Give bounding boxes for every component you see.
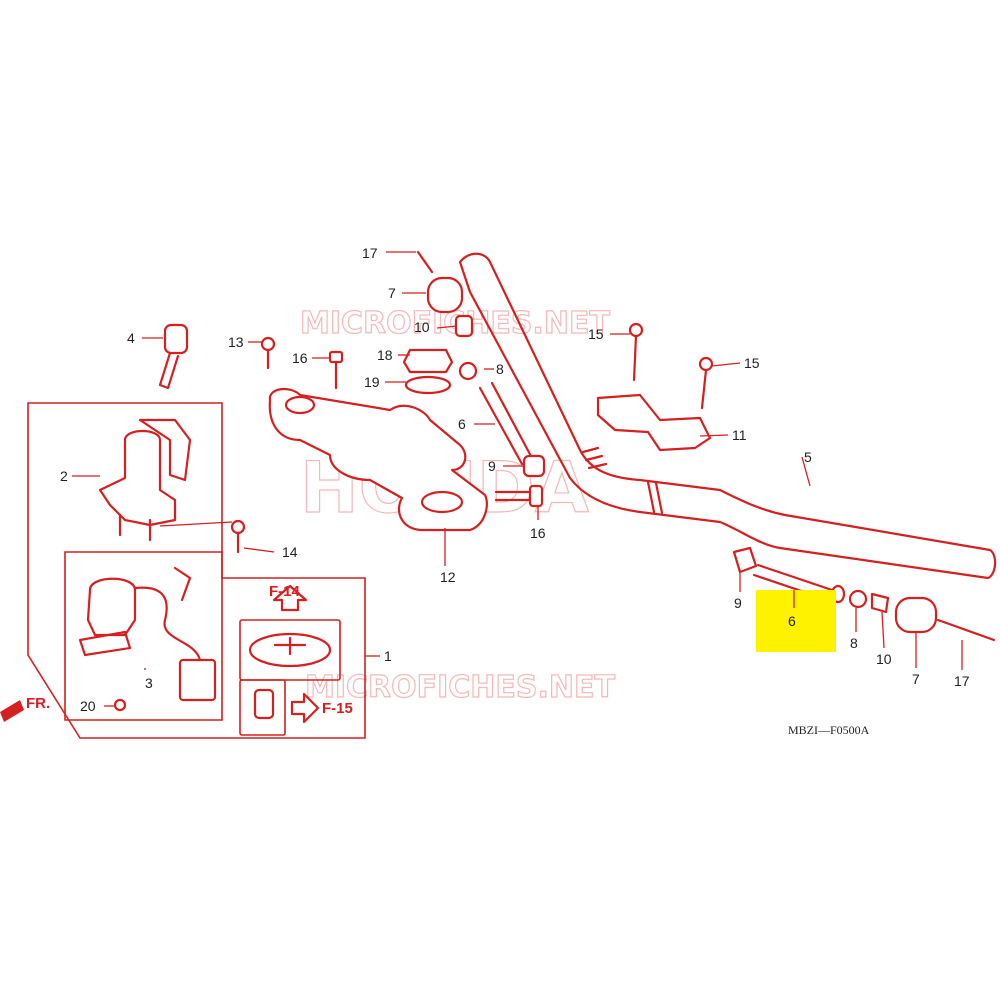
label-17-top: 17 (362, 245, 378, 261)
part-number-labels: 17 7 10 8 6 9 16 4 13 16 18 19 15 15 11 … (60, 245, 970, 714)
diagram-code: MBZI—F0500A (788, 723, 870, 737)
label-13: 13 (228, 334, 244, 350)
label-12: 12 (440, 569, 456, 585)
bar-end-assembly-right (732, 546, 996, 642)
label-9-right: 9 (734, 595, 742, 611)
callout-f15: F-15 (322, 700, 353, 717)
callout-f14: F-14 (269, 583, 301, 600)
label-11: 11 (732, 427, 747, 443)
label-7-top: 7 (388, 285, 396, 301)
label-8-top: 8 (496, 361, 504, 377)
label-4: 4 (127, 330, 135, 346)
label-10-top: 10 (414, 319, 430, 335)
label-20: 20 (80, 698, 96, 714)
front-marker: FR. (0, 695, 50, 722)
label-6-highlight: 6 (788, 613, 796, 629)
label-10-right: 10 (876, 651, 892, 667)
label-2: 2 (60, 468, 68, 484)
handlebar (458, 252, 997, 580)
label-5: 5 (804, 449, 812, 465)
switch-sub-box (64, 551, 223, 721)
label-16-right: 16 (530, 525, 546, 541)
label-1: 1 (384, 648, 392, 664)
top-bridge (268, 387, 488, 532)
front-marker-text: FR. (26, 695, 50, 712)
f15-arrow (290, 692, 320, 724)
stem-nut-washer (402, 348, 454, 395)
label-14: 14 (282, 544, 298, 560)
label-6-top: 6 (458, 416, 466, 432)
lock-bolt (230, 519, 246, 554)
label-18: 18 (377, 347, 393, 363)
label-16-left: 16 (292, 350, 308, 366)
label-15-right: 15 (744, 355, 760, 371)
handlebar-holders (596, 322, 714, 452)
label-19: 19 (364, 374, 380, 390)
switch-body (78, 566, 217, 712)
key (158, 323, 189, 390)
fuel-cap-lock (239, 619, 341, 736)
ignition-switch (98, 418, 192, 542)
label-3: 3 (145, 675, 153, 691)
highlight-box (756, 590, 836, 652)
fork-bolts (260, 336, 344, 390)
label-15-left: 15 (588, 326, 604, 342)
label-7-right: 7 (912, 671, 920, 687)
leader-lines (72, 251, 963, 707)
f14-arrow (272, 584, 308, 612)
label-9-top: 9 (488, 458, 496, 474)
key-set-box (27, 402, 366, 739)
watermark-bottom: MICROFICHES.NET (305, 670, 616, 705)
label-8-right: 8 (850, 635, 858, 651)
label-17-right: 17 (954, 673, 970, 689)
